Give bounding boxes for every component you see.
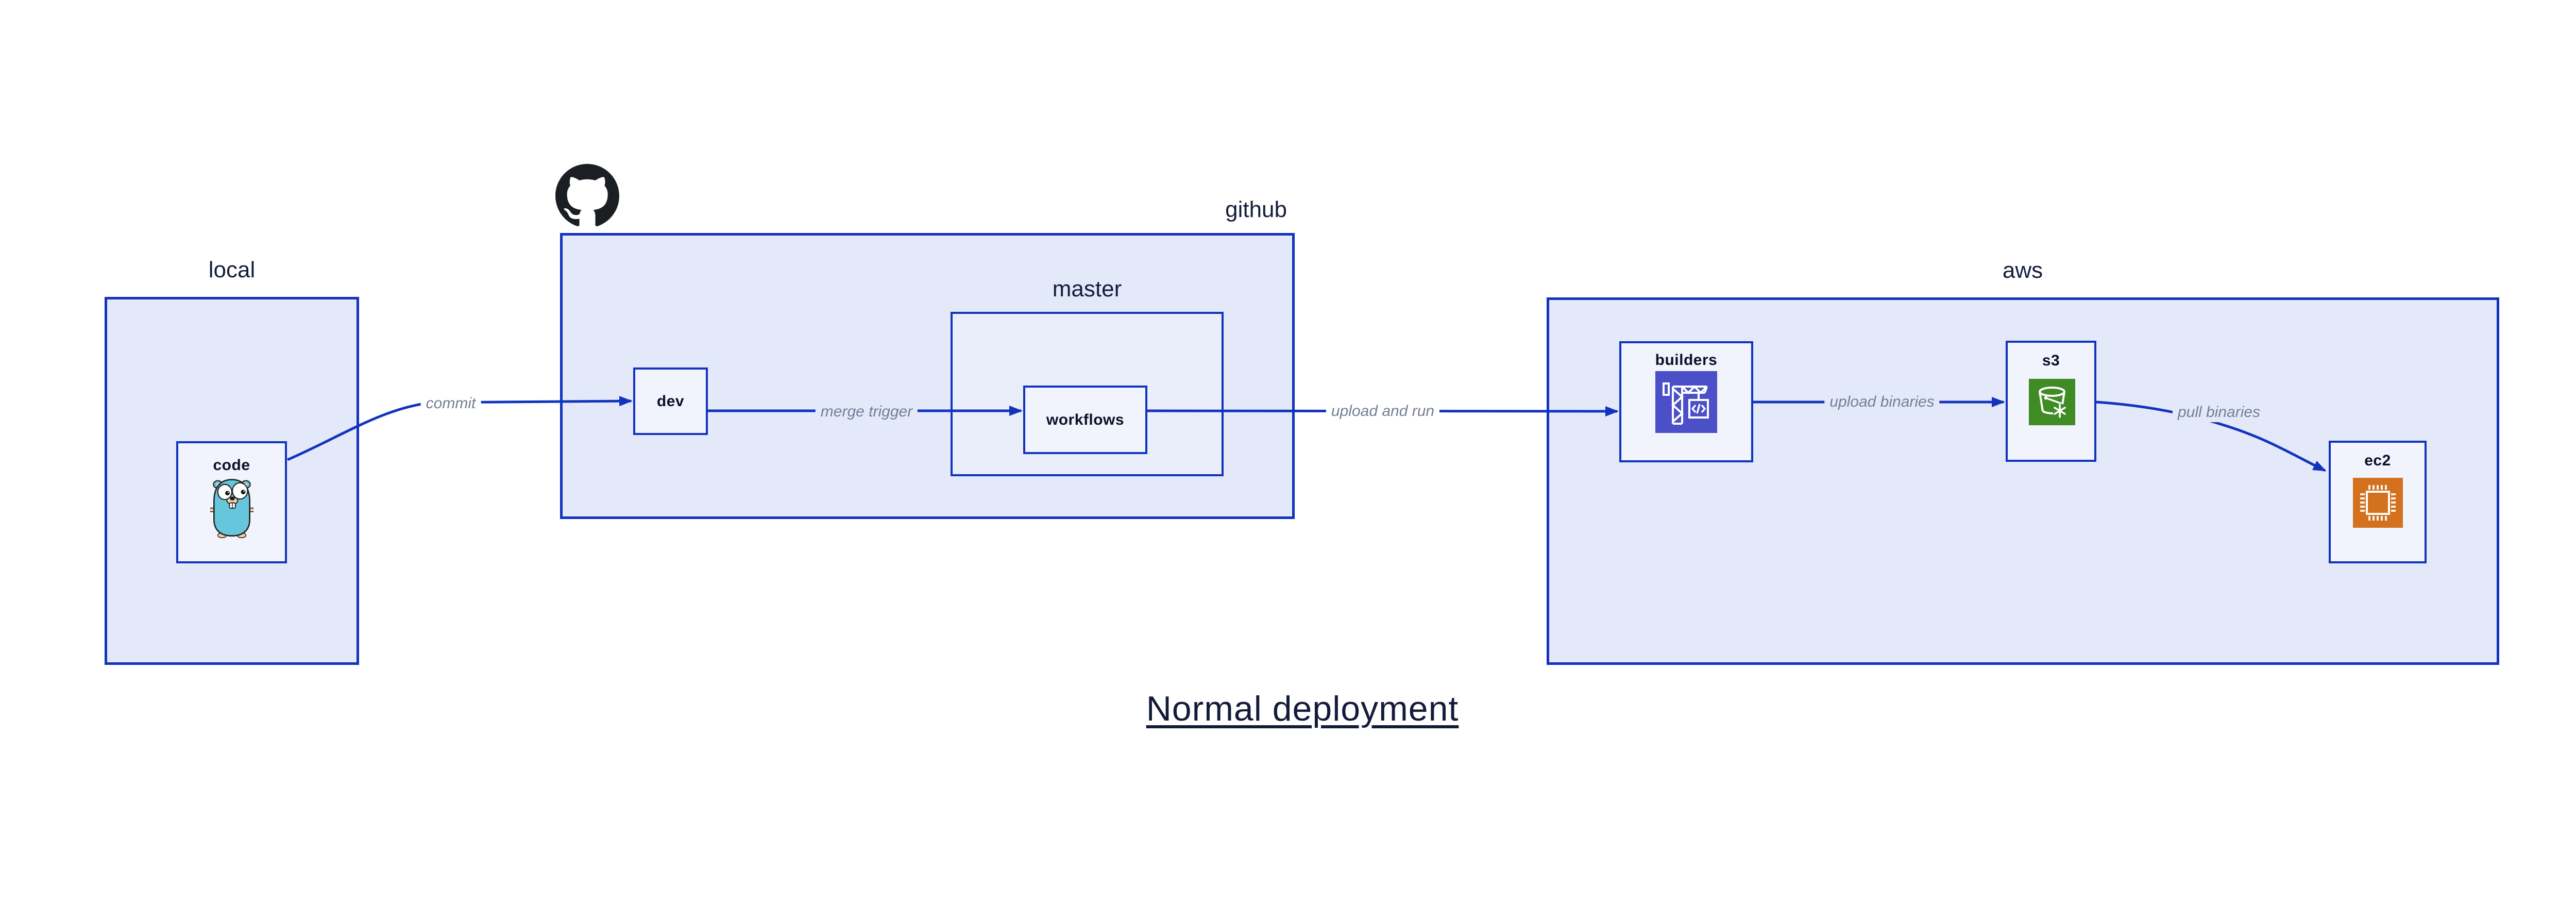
dev-node: dev [633, 368, 708, 435]
code-node: code [176, 441, 287, 563]
ec2-chip-icon [2353, 478, 2403, 528]
workflows-node-label: workflows [1046, 411, 1125, 428]
s3-glacier-bucket-icon [2029, 379, 2075, 425]
builders-node-label: builders [1655, 352, 1718, 369]
diagram-title: Normal deployment [1146, 689, 1459, 728]
builders-node: builders [1619, 341, 1753, 462]
commit-edge-label: commit [420, 394, 481, 413]
github-octocat-icon [555, 164, 619, 226]
pull-binaries-edge-label: pull binaries [2172, 403, 2266, 422]
master-container-label: master [1052, 276, 1122, 302]
s3-node-label: s3 [2042, 352, 2060, 369]
code-node-label: code [213, 457, 250, 474]
s3-node: s3 [2006, 341, 2096, 462]
upload-binaries-edge-label: upload binaries [1824, 392, 1940, 412]
merge-trigger-edge-label: merge trigger [815, 402, 918, 422]
aws-container-label: aws [2002, 258, 2043, 283]
codebuild-crane-icon [1655, 371, 1717, 433]
ec2-node-label: ec2 [2364, 452, 2391, 469]
workflows-node: workflows [1023, 386, 1147, 454]
go-gopher-icon [210, 479, 253, 538]
local-container-label: local [208, 257, 256, 282]
dev-node-label: dev [656, 392, 685, 410]
github-container-label: github [1225, 197, 1287, 222]
upload-and-run-edge-label: upload and run [1326, 402, 1440, 421]
ec2-node: ec2 [2329, 441, 2427, 563]
